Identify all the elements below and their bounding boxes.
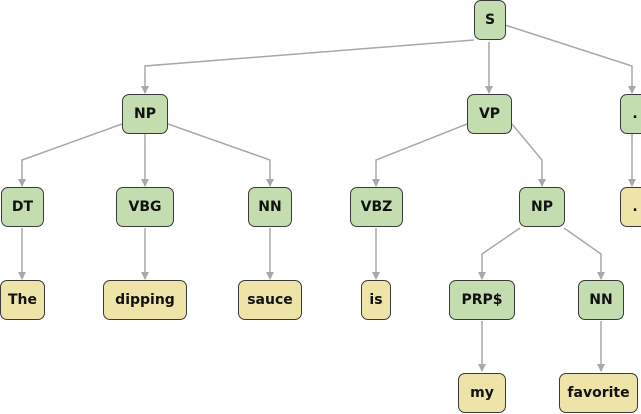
node-vp: VP (467, 94, 512, 134)
node-np-subject: NP (122, 94, 168, 134)
node-punct-tag: . (620, 94, 641, 134)
token-is: is (361, 280, 391, 320)
node-nn-subject: NN (248, 187, 292, 227)
token-sauce: sauce (238, 280, 302, 320)
token-dipping: dipping (103, 280, 187, 320)
node-vbz: VBZ (350, 187, 403, 227)
edge-np-nn (167, 123, 274, 187)
token-favorite: favorite (559, 373, 638, 413)
node-s: S (474, 0, 506, 40)
token-punct: . (620, 187, 641, 227)
node-nn-object: NN (578, 280, 624, 320)
edge-vp-np (511, 123, 546, 187)
edge-s-np (141, 39, 475, 94)
token-the: The (0, 280, 45, 320)
node-np-object: NP (519, 187, 565, 227)
token-my: my (458, 373, 506, 413)
node-dt: DT (1, 187, 44, 227)
edge-np-prp (478, 227, 521, 280)
edge-np-nn2 (563, 227, 605, 280)
node-prp: PRP$ (449, 280, 515, 320)
edge-np-dt (18, 123, 123, 187)
edge-s-dot (504, 24, 636, 94)
edge-vp-vbz (372, 123, 468, 187)
node-vbg: VBG (116, 187, 174, 227)
